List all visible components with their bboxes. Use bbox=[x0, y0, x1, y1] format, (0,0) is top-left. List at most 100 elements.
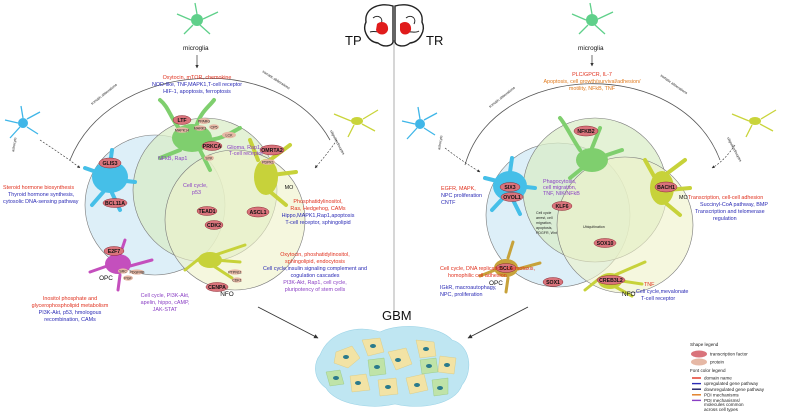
svg-text:PPARG: PPARG bbox=[198, 119, 211, 123]
svg-text:NFKB2: NFKB2 bbox=[577, 129, 594, 135]
tp-tf-e2f7: E2F7 bbox=[103, 246, 125, 256]
tp-protein-mapk14: MAPK14 bbox=[175, 127, 189, 133]
tr-astro-text-2: CNTF bbox=[441, 200, 456, 206]
svg-text:OMRTA2: OMRTA2 bbox=[261, 148, 283, 154]
tr-arrest-text-0: Cell cycle bbox=[536, 211, 551, 215]
legend-color-label: PDI mechanisms bbox=[704, 392, 739, 397]
legend-shape-title: Shape legend bbox=[690, 342, 719, 347]
gbm-heading: GBM bbox=[382, 308, 412, 323]
tr-tf-six3: SIX3 bbox=[499, 182, 521, 192]
tp-tf-prkca: PRKCA bbox=[201, 141, 223, 151]
legend-protein-label: protein bbox=[710, 360, 724, 365]
svg-text:E2F7: E2F7 bbox=[108, 249, 121, 255]
svg-text:PRKCA: PRKCA bbox=[203, 144, 222, 150]
svg-text:PGF: PGF bbox=[124, 276, 132, 280]
legend-tf-label: transcription factor bbox=[710, 352, 748, 357]
tr-arrest-text-4: PDGFR, Wnt bbox=[536, 231, 557, 235]
svg-text:GLIS3: GLIS3 bbox=[103, 161, 118, 167]
tp-tf-bcl11a: BCL11A bbox=[102, 198, 128, 208]
tp-opc-text-0: Inositol phosphate and bbox=[43, 296, 97, 302]
tp-center-text-1: p53 bbox=[192, 190, 201, 196]
svg-text:CDK2: CDK2 bbox=[207, 223, 221, 229]
tp-tf-glis3: GLIS3 bbox=[98, 157, 122, 169]
svg-text:CENPA: CENPA bbox=[208, 285, 226, 291]
tp-protein-pdgfrb: PDGFRB bbox=[130, 269, 145, 275]
svg-text:CP5: CP5 bbox=[211, 125, 218, 129]
svg-text:BACH1: BACH1 bbox=[657, 185, 675, 191]
tp-tf-tead1: TEAD1 bbox=[196, 206, 218, 216]
tp-protein-pgf: PGF bbox=[123, 275, 133, 281]
tp-inner-astrocyte bbox=[83, 148, 137, 212]
tr-microglia-label: microglia bbox=[578, 45, 604, 52]
tp-astro-text-1: Thyroid hormone synthesis, bbox=[8, 192, 75, 198]
tp-tf-cdk2: CDK2 bbox=[204, 220, 224, 230]
svg-text:LCK: LCK bbox=[226, 133, 234, 137]
svg-text:SOX10: SOX10 bbox=[597, 241, 614, 247]
tr-arrest-text-1: arrest, cell bbox=[536, 216, 553, 220]
tr-tf-nfkb2: NFKB2 bbox=[573, 125, 599, 137]
tr-inner-microglia bbox=[558, 116, 624, 180]
tp-nfo-label: NFO bbox=[220, 291, 234, 298]
tr-microglia-text-0: PLC/GPCR, IL-7 bbox=[572, 72, 612, 78]
tr-oligo-label: oligodendrocytes bbox=[726, 137, 742, 163]
tp-nfo-text-3: cogulation cascades bbox=[291, 273, 340, 279]
tp-mo-text-3: T-cell receptor, sphingolipid bbox=[285, 220, 350, 226]
tr-phago-text-0: Phagocytosis, bbox=[543, 179, 577, 185]
tp-microglia-text-0: Oxytocin, mTOR, chemokine bbox=[163, 75, 232, 81]
tr-astro-text-0: EGFR, MAPK, bbox=[441, 186, 476, 192]
tr-tf-bach1: BACH1 bbox=[654, 181, 678, 193]
svg-text:MAPK14: MAPK14 bbox=[175, 128, 189, 132]
svg-text:TEAD1: TEAD1 bbox=[198, 209, 215, 215]
tr-nfo-text-1: Cell cycle,mevalonate bbox=[636, 289, 688, 295]
tp-microglia-icon bbox=[176, 2, 219, 35]
tp-glioma-text-0: Glioma, Rap1, bbox=[227, 145, 262, 151]
tr-opc-text-2: IGkR, macroautophagy, bbox=[440, 285, 497, 291]
tp-protein-src: SRC bbox=[118, 268, 128, 274]
tp-nfo-text-5: pluripotency of stem cells bbox=[285, 287, 346, 293]
tr-oligodendrocyte-icon bbox=[731, 109, 777, 138]
tr-opc-text-1: homophilic cell adhesion bbox=[448, 273, 507, 279]
tr-astrocyte-icon bbox=[401, 106, 438, 140]
tp-protein-pdpk1: PDPK1 bbox=[261, 159, 275, 165]
tp-nfo-text-1: sphingolipid, endocytosis bbox=[285, 259, 345, 265]
tr-microglia-icon bbox=[571, 2, 614, 35]
tr-tf-ovol1: OVOL1 bbox=[500, 192, 524, 202]
tp-mo-text-1: Ras, Hedgehog, CAMs bbox=[290, 206, 345, 212]
tp-inner-nfo bbox=[183, 243, 247, 280]
legend-protein-swatch bbox=[691, 358, 707, 366]
tp-astro-text-0: Steroid hormone biosynthesis bbox=[3, 185, 74, 191]
tr-opc-text-0: Cell cycle, DNA replication, chemotaxis, bbox=[440, 266, 535, 272]
svg-text:PDPK1: PDPK1 bbox=[262, 160, 274, 164]
legend-extra-1: across cell types bbox=[704, 407, 739, 412]
tr-somatic-right: somatic abberations bbox=[659, 74, 688, 96]
tr-opc-text-3: NPC, proliferation bbox=[440, 292, 483, 298]
tp-mo-label: MO bbox=[285, 185, 294, 191]
tp-glioma-text-1: T-cell receptor bbox=[229, 151, 263, 157]
tr-tf-bcl6: BCL6 bbox=[495, 263, 517, 273]
legend-tf-swatch bbox=[691, 350, 707, 358]
tr-panel: microglia PLC/GPCR, IL-7 Apoptosis, cell… bbox=[401, 2, 777, 302]
svg-text:CREB3L2: CREB3L2 bbox=[599, 278, 623, 284]
tr-phago-text-1: cell migration, bbox=[543, 185, 577, 191]
tp-somatic-left: somatic abberations bbox=[90, 83, 118, 106]
tp-outer-arc bbox=[69, 77, 331, 161]
legend-extra-0: molecules common bbox=[704, 402, 744, 407]
tp-opc-text-3: recombination, CAMs bbox=[44, 317, 96, 323]
tp-center-text-0: Cell cycle, bbox=[183, 183, 208, 189]
tr-mo-text-0: Transcription, cell-cell adhesion bbox=[688, 195, 763, 201]
legend-font-title: Font color legend bbox=[690, 368, 726, 373]
tr-mo-label: MO bbox=[679, 195, 688, 201]
svg-text:SOX1: SOX1 bbox=[546, 280, 560, 286]
tr-heading: TR bbox=[426, 33, 443, 48]
tr-microglia-text-2: motility, NFkB, TNF bbox=[569, 86, 616, 92]
tp-to-gbm-arrow bbox=[257, 306, 319, 339]
tp-nfo-text-0: Oxytocin, phoshatidylinositol, bbox=[280, 252, 350, 258]
tr-astro-text-1: NPC proliferation bbox=[441, 193, 482, 199]
svg-text:PTPN11: PTPN11 bbox=[228, 270, 241, 274]
tp-opcnfo-text-0: Cell cycle, PI3K-Akt, bbox=[141, 293, 190, 299]
tp-nfo-text-2: Cell cycle,insulin signaling complement … bbox=[263, 266, 367, 272]
svg-text:MARK3: MARK3 bbox=[194, 126, 206, 130]
tp-microglia-text-2: HIF-1, apoptosis, ferroptosis bbox=[163, 89, 231, 95]
